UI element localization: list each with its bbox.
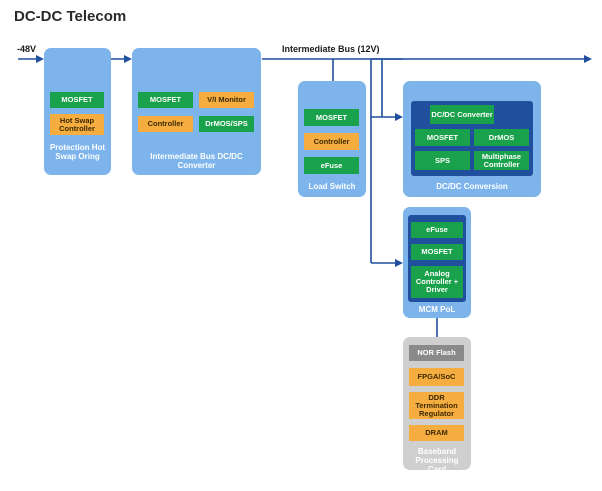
sps-chip: SPS — [415, 151, 470, 170]
protection-caption: Protection Hot Swap Oring — [49, 143, 106, 161]
mcm-pol-caption: MCM PoL — [418, 305, 456, 314]
drmos-chip: DrMOS — [474, 129, 529, 146]
drmos-sps-chip: DrMOS/SPS — [199, 116, 254, 132]
efuse-chip: eFuse — [304, 157, 359, 174]
fpga-soc-chip: FPGA/SoC — [409, 368, 464, 386]
bus-label: Intermediate Bus (12V) — [282, 44, 380, 54]
dcdc-inner-panel: DC/DC Converter MOSFET DrMOS SPS Multiph… — [411, 101, 533, 176]
dcdc-conversion-block: DC/DC Converter MOSFET DrMOS SPS Multiph… — [403, 81, 541, 197]
protection-block: MOSFET Hot Swap Controller Protection Ho… — [44, 48, 111, 175]
efuse-chip: eFuse — [411, 222, 463, 238]
dcdc-conversion-caption: DC/DC Conversion — [436, 182, 508, 191]
controller-chip: Controller — [138, 116, 193, 132]
mcm-inner-panel: eFuse MOSFET Analog Controller + Driver — [408, 215, 466, 302]
dram-chip: DRAM — [409, 425, 464, 441]
controller-chip: Controller — [304, 133, 359, 150]
analog-controller-driver-chip: Analog Controller + Driver — [411, 266, 463, 298]
load-switch-block: MOSFET Controller eFuse Load Switch — [298, 81, 366, 197]
baseband-card: NOR Flash FPGA/SoC DDR Termination Regul… — [403, 337, 471, 474]
vi-monitor-chip: V/I Monitor — [199, 92, 254, 108]
ddr-termination-regulator-chip: DDR Termination Regulator — [409, 392, 464, 419]
page-title: DC-DC Telecom — [14, 8, 127, 25]
ib-converter-caption: Intermediate Bus DC/DC Converter — [150, 152, 243, 170]
mosfet-chip: MOSFET — [138, 92, 193, 108]
load-switch-caption: Load Switch — [308, 182, 356, 191]
multiphase-controller-chip: Multiphase Controller — [474, 151, 529, 170]
mcm-pol-block: eFuse MOSFET Analog Controller + Driver … — [403, 207, 471, 318]
mosfet-chip: MOSFET — [304, 109, 359, 126]
mosfet-chip: MOSFET — [50, 92, 104, 108]
dcdc-converter-chip: DC/DC Converter — [430, 105, 494, 124]
hot-swap-controller-chip: Hot Swap Controller — [50, 114, 104, 135]
ib-converter-block: MOSFET V/I Monitor Controller DrMOS/SPS … — [132, 48, 261, 175]
mosfet-chip: MOSFET — [411, 244, 463, 260]
mosfet-chip: MOSFET — [415, 129, 470, 146]
nor-flash-chip: NOR Flash — [409, 345, 464, 361]
input-voltage-label: -48V — [17, 44, 37, 54]
baseband-caption: Baseband Processing Card — [415, 447, 459, 474]
